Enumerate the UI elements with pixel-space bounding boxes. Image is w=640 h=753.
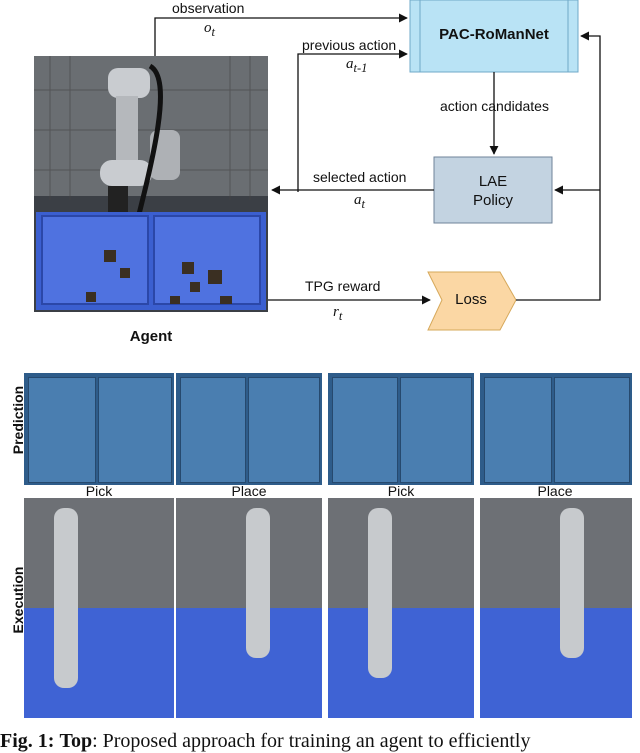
network-label: PAC-RoManNet [439,26,549,43]
network-box [409,0,579,73]
agent-label: Agent [129,328,173,345]
previous-action-label: previous action [302,37,397,53]
policy-line-2: Policy [472,192,513,209]
column-label-pick-1: Pick [85,483,113,499]
observation-subscript: t [211,25,215,39]
caption-text: : Proposed approach for training an agen… [92,730,531,752]
selected-action-var: at [354,192,365,212]
caption-prefix: Fig. 1: [0,730,55,752]
previous-action-subscript: t-1 [353,61,368,75]
previous-action-symbol: a [346,56,354,72]
column-label-place-2: Place [537,483,573,499]
prediction-image-2 [176,373,322,485]
prediction-image-4 [480,373,632,485]
column-label-pick-2: Pick [387,483,415,499]
observation-label: observation [172,0,245,16]
observation-var: ot [204,20,215,40]
agent-photo [34,56,268,312]
selected-action-symbol: a [354,192,362,208]
action-candidates-label: action candidates [440,98,549,114]
policy-label: LAE Policy [434,172,552,210]
caption-bold: Top [59,730,93,752]
execution-image-4 [480,498,632,718]
execution-image-2 [176,498,322,718]
loss-box [427,271,517,331]
prediction-image-1 [24,373,174,485]
reward-label: TPG reward [305,278,381,294]
column-label-place-1: Place [231,483,267,499]
previous-action-var: at-1 [346,56,367,76]
approach-diagram [34,0,601,331]
policy-box [433,156,553,224]
execution-image-3 [328,498,474,718]
loss-label: Loss [455,291,487,308]
figure-caption: Fig. 1: Top: Proposed approach for train… [0,730,530,753]
prediction-image-3 [328,373,474,485]
policy-line-1: LAE [478,173,508,190]
observation-symbol: o [204,20,212,36]
reward-var: rt [333,304,342,324]
selected-action-subscript: t [361,197,365,211]
reward-subscript: t [338,309,343,323]
execution-image-1 [24,498,174,718]
reward-symbol: r [333,304,339,320]
selected-action-label: selected action [313,169,407,185]
